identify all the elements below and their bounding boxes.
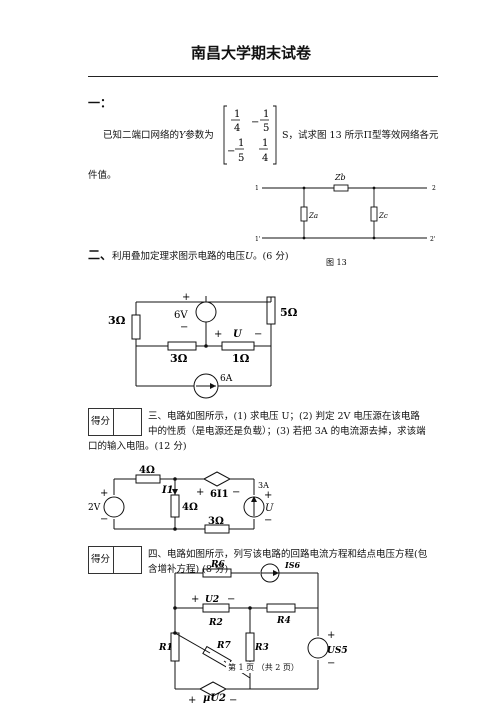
q2-vsrc-plus: + — [182, 292, 190, 303]
q2-heading: 二、利用叠加定理求图示电路的电压U。(6 分) — [88, 246, 289, 263]
q2-r-bot1-label: 3Ω — [170, 352, 188, 365]
fig13-caption: 图 13 — [326, 258, 347, 267]
matrix-12-sign: − — [251, 117, 259, 128]
q2-isrc-label: 6A — [220, 374, 233, 384]
q4-r1-label: R1 — [158, 643, 173, 653]
q3-dep-minus: − — [232, 487, 240, 498]
q2-u-minus: − — [254, 329, 262, 340]
q2-number: 二、 — [88, 248, 113, 262]
q1-text: 已知二端口网络的Y参数为 — [103, 128, 214, 143]
q3-dep-plus: + — [196, 487, 204, 498]
q4-dep-minus: − — [229, 695, 237, 706]
matrix-22-den: 4 — [262, 153, 268, 164]
q4-r3-label: R3 — [254, 643, 269, 653]
matrix-22-num: 1 — [262, 138, 268, 149]
q4-r7-label: R7 — [216, 641, 231, 651]
q1-text-after-a: S，试求图 13 所示 — [282, 130, 364, 141]
matrix-21-num: 1 — [238, 138, 244, 149]
q2-u-plus: + — [214, 329, 222, 340]
q3-r-bot-label: 3Ω — [208, 516, 224, 527]
q2-vsrc-minus: − — [180, 322, 188, 333]
q3-score-divider — [113, 409, 114, 435]
q3-vsrc-minus: − — [100, 514, 108, 525]
q3-u-minus: − — [264, 515, 272, 526]
fig13-za-label: Za — [308, 212, 318, 220]
q4-u2-label: U2 — [205, 595, 219, 605]
q4-u2-minus: − — [227, 594, 235, 605]
q1-text-after: S，试求图 13 所示Π型等效网络各元 — [282, 128, 438, 143]
q2-circuit: + 6V − 3Ω 5Ω 3Ω 1Ω + U − 6A — [108, 292, 298, 399]
page-footer: 第 1 页 （共 2 页） — [226, 662, 301, 673]
matrix-11-den: 4 — [234, 123, 240, 134]
q4-score-label: 得分 — [91, 554, 111, 565]
q4-score-box: 得分 — [88, 546, 142, 574]
fig13-node-2p: 2' — [430, 236, 436, 243]
q4-score-divider — [113, 547, 114, 573]
q3-score-box: 得分 — [88, 408, 142, 436]
q4-dep-label: μU2 — [203, 693, 226, 704]
q3-circuit: 4Ω I1 + 6I1 − 4Ω + 2V − 3Ω 3A + U − — [88, 465, 274, 534]
q3-text-line2: 中的性质（是电源还是负载）；(3) 若把 3A 的电流源去掉，求该端 — [148, 426, 426, 437]
q4-r2-label: R2 — [208, 618, 223, 628]
q3-r-mid-label: 4Ω — [182, 502, 198, 513]
q3-score-label: 得分 — [91, 416, 111, 427]
fig13-node-2: 2 — [432, 185, 436, 192]
q2-r-left-label: 3Ω — [108, 314, 126, 327]
q3-vsrc-plus: + — [100, 488, 108, 499]
q4-circuit: R6 IS6 + U2 − R2 R4 R7 R1 R3 + US5 − + μ… — [158, 560, 348, 706]
q2-r-right-label: 5Ω — [280, 306, 298, 319]
q4-text-line2: 含增补方程) (8 分) — [148, 564, 229, 575]
matrix-12-den: 5 — [263, 123, 269, 134]
q1-text-before: 已知二端口网络的 — [103, 130, 180, 141]
fig13-node-1p: 1' — [255, 236, 261, 243]
title-divider — [88, 76, 438, 77]
q3-isrc-label: 3A — [258, 481, 269, 490]
q4-text-line1: 四、电路如图所示，列写该电路的回路电流方程和结点电压方程(包 — [148, 549, 428, 560]
q3-i1-label: I1 — [161, 485, 174, 496]
q1-number: 一： — [88, 96, 113, 110]
matrix-12-num: 1 — [263, 109, 269, 120]
q2-u-label: U — [233, 329, 243, 340]
q2-u: U — [245, 251, 254, 262]
q1-text-mid: 参数为 — [185, 130, 214, 141]
fig13-zc-label: Zc — [378, 212, 388, 220]
q4-is6-label: IS6 — [284, 560, 301, 570]
q2-text: 利用叠加定理求图示电路的电压 — [112, 251, 246, 262]
q4-r6-label: R6 — [210, 560, 225, 570]
y-parameter-matrix: 1 4 − 1 5 − 1 5 1 4 — [223, 105, 277, 165]
q3-vsrc-label: 2V — [88, 503, 101, 513]
q2-points: 。(6 分) — [253, 251, 289, 262]
q4-dep-plus: + — [188, 695, 196, 706]
q3-dep-label: 6I1 — [210, 489, 229, 500]
q3-u-label: U — [265, 503, 274, 514]
q1-pi: Π — [363, 130, 372, 141]
q4-u2-plus: + — [191, 594, 199, 605]
page-title: 南昌大学期末试卷 — [190, 44, 311, 62]
q2-r-bot2-label: 1Ω — [232, 352, 250, 365]
q3-r-top-label: 4Ω — [139, 465, 155, 476]
q3-text-line1: 三、电路如图所示，(1) 求电压 U；(2) 判定 2V 电压源在该电路 — [148, 411, 420, 422]
q4-r4-label: R4 — [276, 616, 291, 626]
q3-text-line3: 口的输入电阻。(12 分) — [88, 441, 187, 452]
q1-y-var: Y — [179, 130, 186, 141]
q3-u-plus: + — [264, 490, 272, 501]
q4-us5-minus: − — [327, 658, 335, 669]
q1-text-line2: 件值。 — [88, 170, 117, 181]
q4-us5-plus: + — [327, 630, 335, 641]
q1-text-after-b: 型等效网络各元 — [371, 130, 439, 141]
fig13-zb-label: Zb — [334, 173, 346, 182]
q2-vsrc-label: 6V — [174, 310, 188, 321]
matrix-21-sign: − — [227, 146, 235, 157]
figure-13-pi-network: Zb Za Zc 1 1' 2 2' 图 13 — [255, 173, 436, 267]
q4-us5-label: US5 — [327, 646, 348, 656]
matrix-21-den: 5 — [238, 153, 244, 164]
matrix-11-num: 1 — [234, 109, 240, 120]
fig13-node-1: 1 — [255, 185, 259, 192]
